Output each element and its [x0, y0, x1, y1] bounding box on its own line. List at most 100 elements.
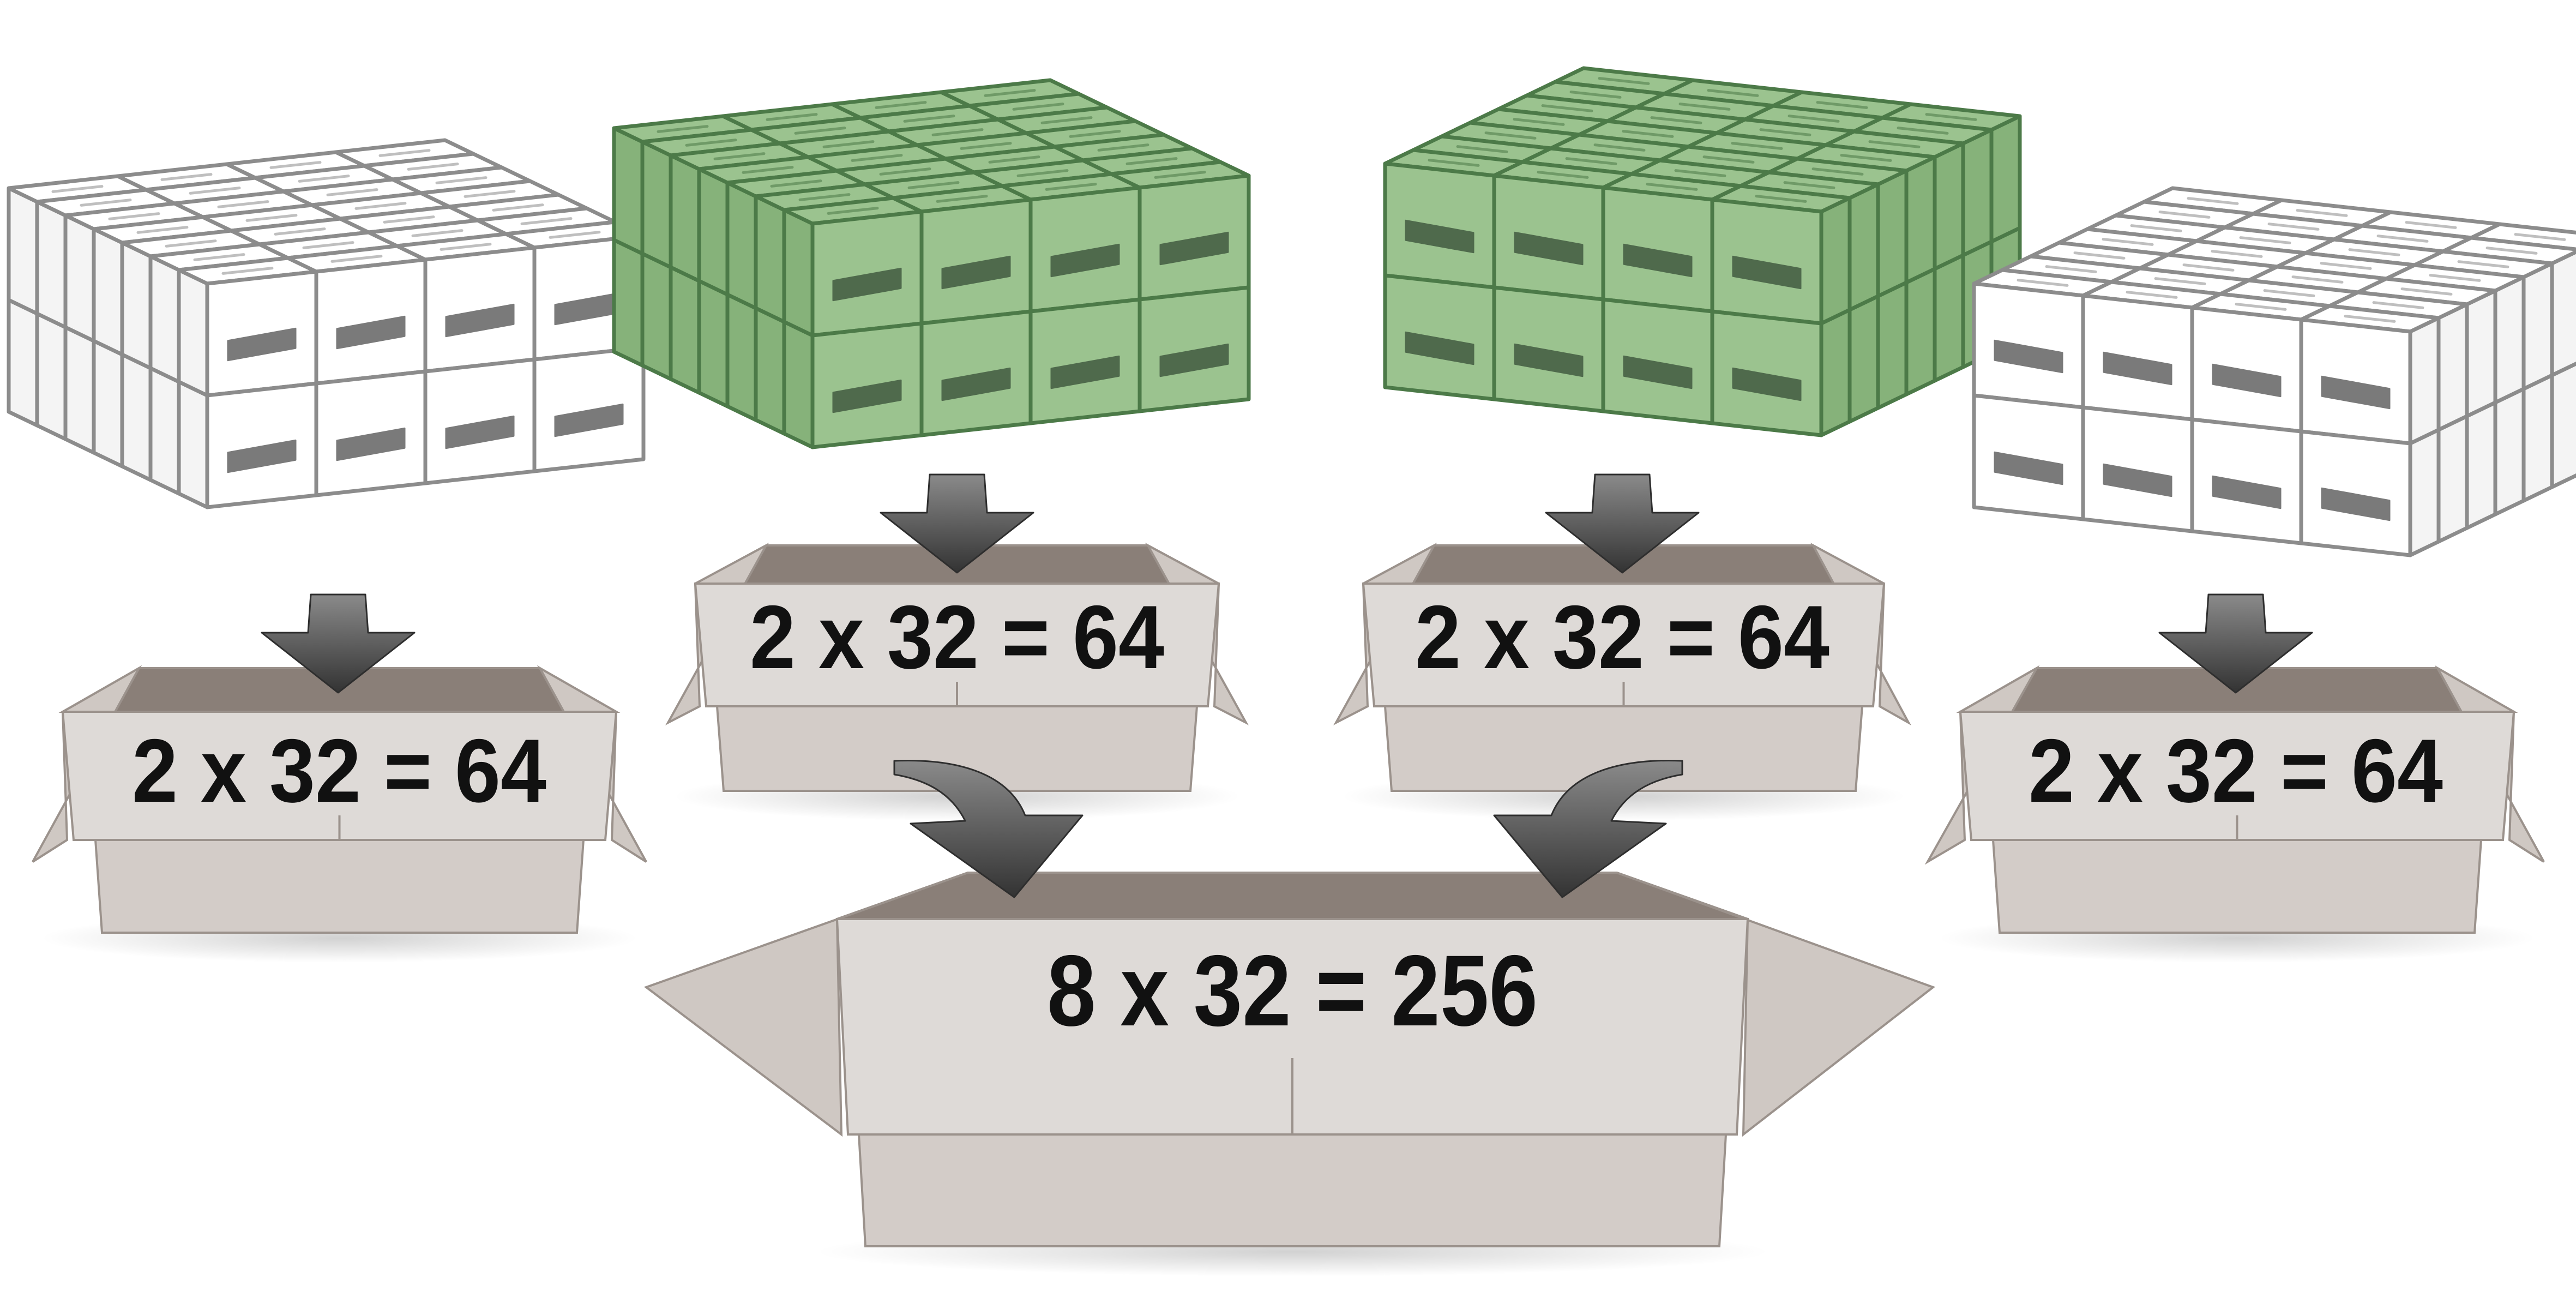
drive-top-ridge: [1622, 130, 1674, 138]
drive-front-face: [1972, 393, 2085, 521]
drive-front-face: [2081, 293, 2194, 422]
drive-top-ridge: [302, 241, 354, 249]
drive-top-ridge: [1565, 157, 1617, 165]
drive-handle-icon: [227, 439, 297, 473]
drive-top-ridge: [766, 113, 818, 121]
drive-top-ridge: [2376, 235, 2429, 243]
drive-top-ridge: [1759, 128, 1811, 136]
drive-handle-icon: [1159, 343, 1229, 377]
drive-side-face: [2408, 316, 2441, 446]
drive-top-ridge: [411, 229, 464, 237]
drive-front-face: [2299, 317, 2412, 446]
drive-handle-icon: [2103, 351, 2172, 386]
down-arrow-icon: [2158, 593, 2313, 694]
drive-top-ridge: [1811, 167, 1864, 176]
drive-top-ridge: [2126, 291, 2178, 299]
drive-top-ridge: [1541, 104, 1593, 112]
drive-top-ridge: [298, 175, 350, 183]
stacks-layer: [7, 66, 2576, 557]
box-3-label: 2 x 32 = 64: [1415, 587, 1829, 687]
box-2-front-flap: [694, 583, 1220, 707]
drive-top-ridge: [2073, 251, 2126, 260]
arrow-stack-3: [1545, 473, 1700, 574]
drive-handle-icon: [1050, 355, 1120, 389]
drive-top-ridge: [2239, 236, 2291, 244]
drive-handle-icon: [2212, 475, 2282, 509]
drive-side-face: [669, 153, 701, 283]
drive-top-ridge: [217, 200, 269, 208]
drive-side-face: [640, 140, 673, 269]
drive-top-ridge: [2154, 277, 2206, 285]
drive-top-ridge: [2344, 315, 2396, 323]
drive-handle-icon: [227, 327, 297, 362]
drive-top-ridge: [1707, 89, 1759, 97]
drive-side-face: [725, 292, 758, 422]
drive-front-face: [810, 209, 924, 338]
drive-top-ridge: [80, 199, 132, 207]
drive-top-ridge: [907, 181, 960, 189]
box-2-label: 2 x 32 = 64: [750, 587, 1164, 687]
drive-handle-icon: [1514, 231, 1584, 266]
drive-top-ridge: [464, 190, 516, 198]
drive-side-face: [35, 311, 68, 441]
drive-side-face: [2493, 387, 2526, 517]
drive-top-ridge: [2158, 211, 2211, 219]
drive-top-ridge: [875, 101, 927, 109]
drive-side-face: [2521, 373, 2554, 503]
drive-front-face: [1492, 173, 1605, 302]
drive-top-ridge: [407, 163, 459, 171]
drive-top-ridge: [2348, 248, 2400, 256]
drive-side-face: [1876, 280, 1909, 410]
drive-handle-icon: [554, 403, 624, 437]
drive-front-face: [1972, 281, 2085, 410]
drive-top-ridge: [2263, 289, 2315, 297]
drive-front-face: [314, 257, 428, 386]
drive-front-face: [1383, 273, 1496, 401]
arrow-stack-1: [261, 593, 416, 694]
drive-side-face: [1989, 114, 2022, 244]
drive-handle-icon: [336, 315, 406, 350]
drive-top-ridge: [549, 231, 601, 239]
drive-side-face: [1904, 267, 1937, 397]
drive-top-ridge: [851, 154, 903, 162]
drive-side-face: [7, 298, 39, 428]
drive-top-ridge: [2372, 301, 2424, 309]
drive-handle-icon: [1514, 343, 1584, 377]
drive-front-face: [1383, 161, 1496, 290]
drive-top-ridge: [189, 187, 241, 195]
drive-top-ridge: [822, 140, 875, 148]
drive-side-face: [754, 194, 786, 324]
drive-top-ridge: [960, 142, 1012, 150]
drive-side-face: [1847, 182, 1880, 312]
drive-side-face: [7, 186, 39, 316]
box-total-inside: [836, 872, 1748, 920]
drive-top-ridge: [165, 239, 217, 248]
drive-top-ridge: [1783, 181, 1835, 189]
drive-top-ridge: [2045, 265, 2097, 273]
drive-top-ridge: [988, 155, 1040, 164]
box-1-lower-body: [94, 839, 585, 934]
drive-top-ridge: [51, 185, 104, 193]
drive-side-face: [725, 181, 758, 310]
drive-side-face: [640, 251, 673, 381]
drive-top-ridge: [1816, 101, 1868, 109]
drive-side-face: [754, 306, 786, 436]
drive-top-ridge: [108, 212, 160, 220]
drive-top-ridge: [269, 161, 322, 169]
drive-side-face: [697, 167, 730, 297]
drive-top-ridge: [2102, 238, 2154, 246]
drive-side-face: [612, 126, 645, 256]
drive-side-face: [92, 339, 124, 469]
drive-top-ridge: [1678, 103, 1731, 111]
drive-handle-icon: [941, 255, 1011, 290]
drive-handle-icon: [336, 427, 406, 461]
drive-top-ridge: [1598, 77, 1650, 85]
drive-side-face: [177, 380, 209, 509]
drive-top-ridge: [2235, 303, 2287, 311]
drive-handle-icon: [1623, 355, 1693, 389]
drive-side-face: [177, 268, 209, 398]
drive-top-ridge: [903, 115, 955, 123]
drive-top-ridge: [1040, 116, 1093, 124]
drive-front-face: [314, 369, 428, 497]
box-4-lower-body: [1991, 839, 2483, 934]
